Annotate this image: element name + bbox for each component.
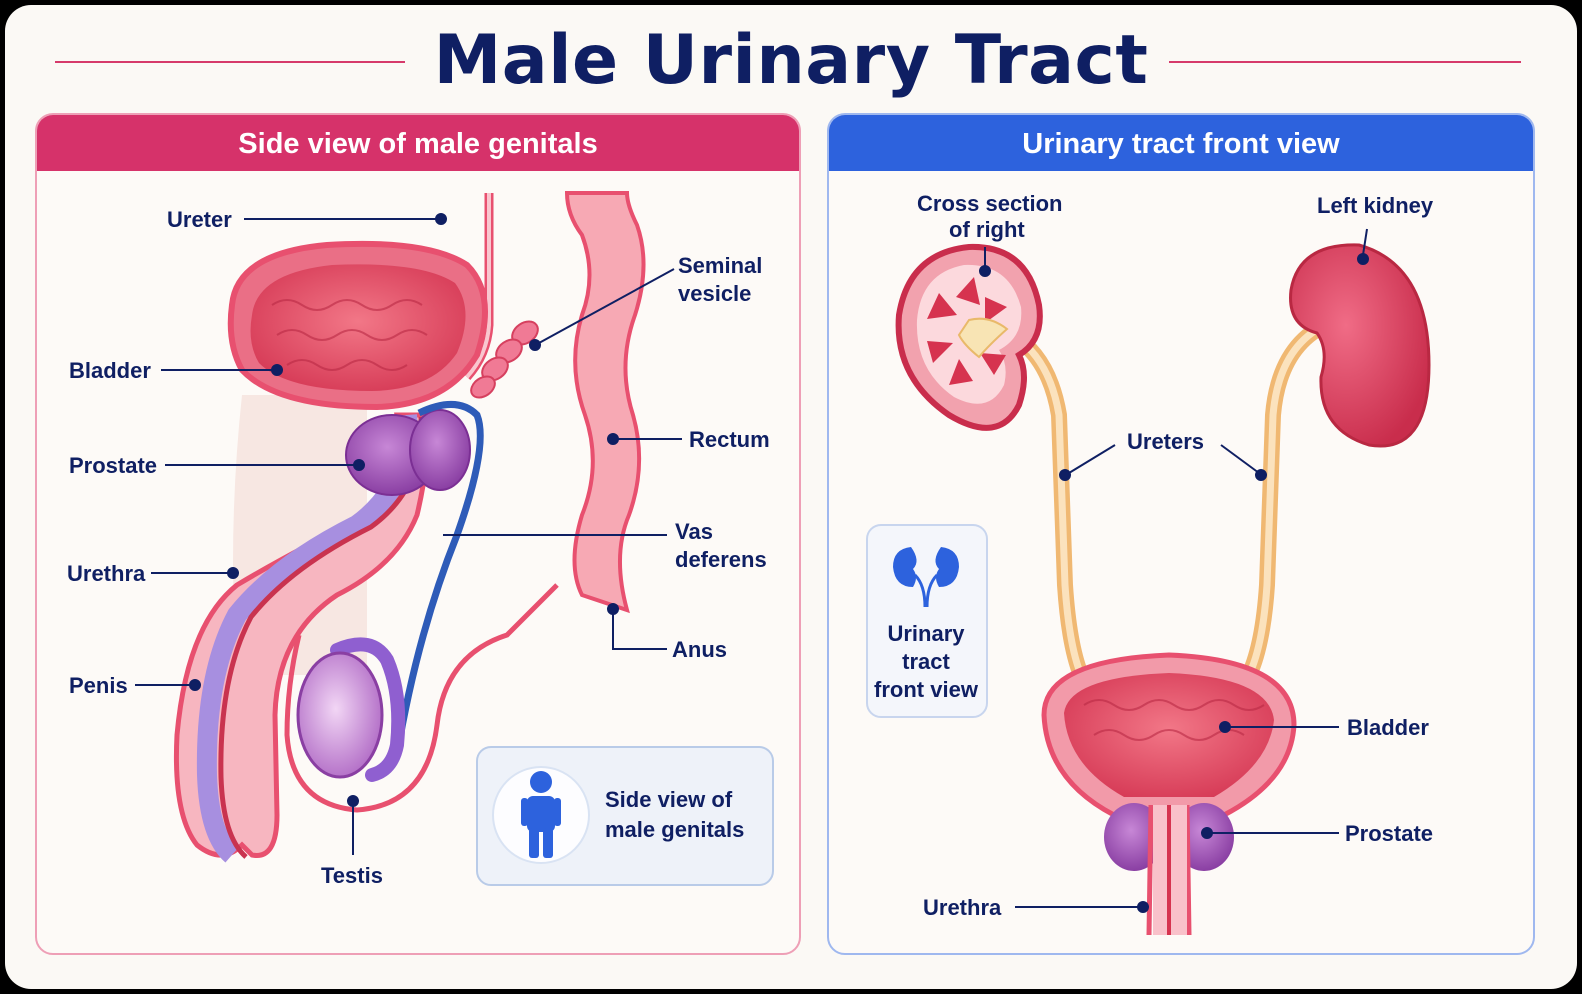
label-anus: Anus [672, 637, 727, 662]
urethra-front [1146, 804, 1192, 936]
inset-caption-line1: Side view of [605, 787, 733, 812]
label-vas-deferens-line2: deferens [675, 547, 767, 572]
label-seminal-vesicle-line1: Seminal [678, 253, 762, 278]
side-view-panel-header: Side view of male genitals [37, 115, 799, 171]
label-bladder: Bladder [69, 358, 151, 383]
label-urethra: Urethra [67, 561, 146, 586]
label-penis: Penis [69, 673, 128, 698]
front-view-inset: Urinary tract front view [866, 524, 988, 718]
front-leader-lines [979, 228, 1369, 913]
front-view-panel-header: Urinary tract front view [829, 115, 1533, 171]
front-inset-line3: front view [874, 677, 979, 702]
label-vas-deferens-line1: Vas [675, 519, 713, 544]
label-cross-section-line1: Cross section [917, 191, 1063, 216]
side-view-inset: Side view of male genitals [476, 746, 774, 886]
title-rule-left [55, 61, 405, 63]
leader-lines [135, 213, 682, 855]
label-rectum: Rectum [689, 427, 770, 452]
label-prostate: Prostate [69, 453, 157, 478]
left-kidney [1289, 243, 1431, 448]
epididymis [330, 637, 406, 782]
label-ureters: Ureters [1127, 429, 1204, 454]
label-cross-section-line2: of right [949, 217, 1025, 242]
label-ureter: Ureter [167, 207, 232, 232]
front-view-diagram: Cross section of right Left kidney Urete… [866, 191, 1434, 936]
person-icon [521, 771, 561, 858]
inset-caption-line2: male genitals [605, 817, 744, 842]
label-urethra-front: Urethra [923, 895, 1002, 920]
label-prostate-front: Prostate [1345, 821, 1433, 846]
side-view-diagram: Ureter Bladder Prostate Urethra Penis Te… [67, 191, 774, 888]
vas-deferens [393, 401, 484, 756]
kidneys-icon [893, 547, 959, 608]
rectum [564, 191, 646, 614]
label-testis: Testis [321, 863, 383, 888]
page: Male Urinary Tract Side view of male gen… [5, 5, 1577, 989]
seminal-vesicle [470, 320, 539, 399]
testis [296, 651, 384, 779]
label-bladder-front: Bladder [1347, 715, 1429, 740]
front-view-panel: Urinary tract front view [827, 113, 1535, 955]
title-rule-right [1169, 61, 1521, 63]
front-inset-line2: tract [902, 649, 950, 674]
label-left-kidney: Left kidney [1317, 193, 1434, 218]
side-view-panel: Side view of male genitals [35, 113, 801, 955]
page-title: Male Urinary Tract [433, 21, 1149, 100]
front-inset-line1: Urinary [887, 621, 965, 646]
scrotum [284, 583, 559, 813]
right-kidney-cross-section [895, 243, 1043, 431]
label-seminal-vesicle-line2: vesicle [678, 281, 751, 306]
